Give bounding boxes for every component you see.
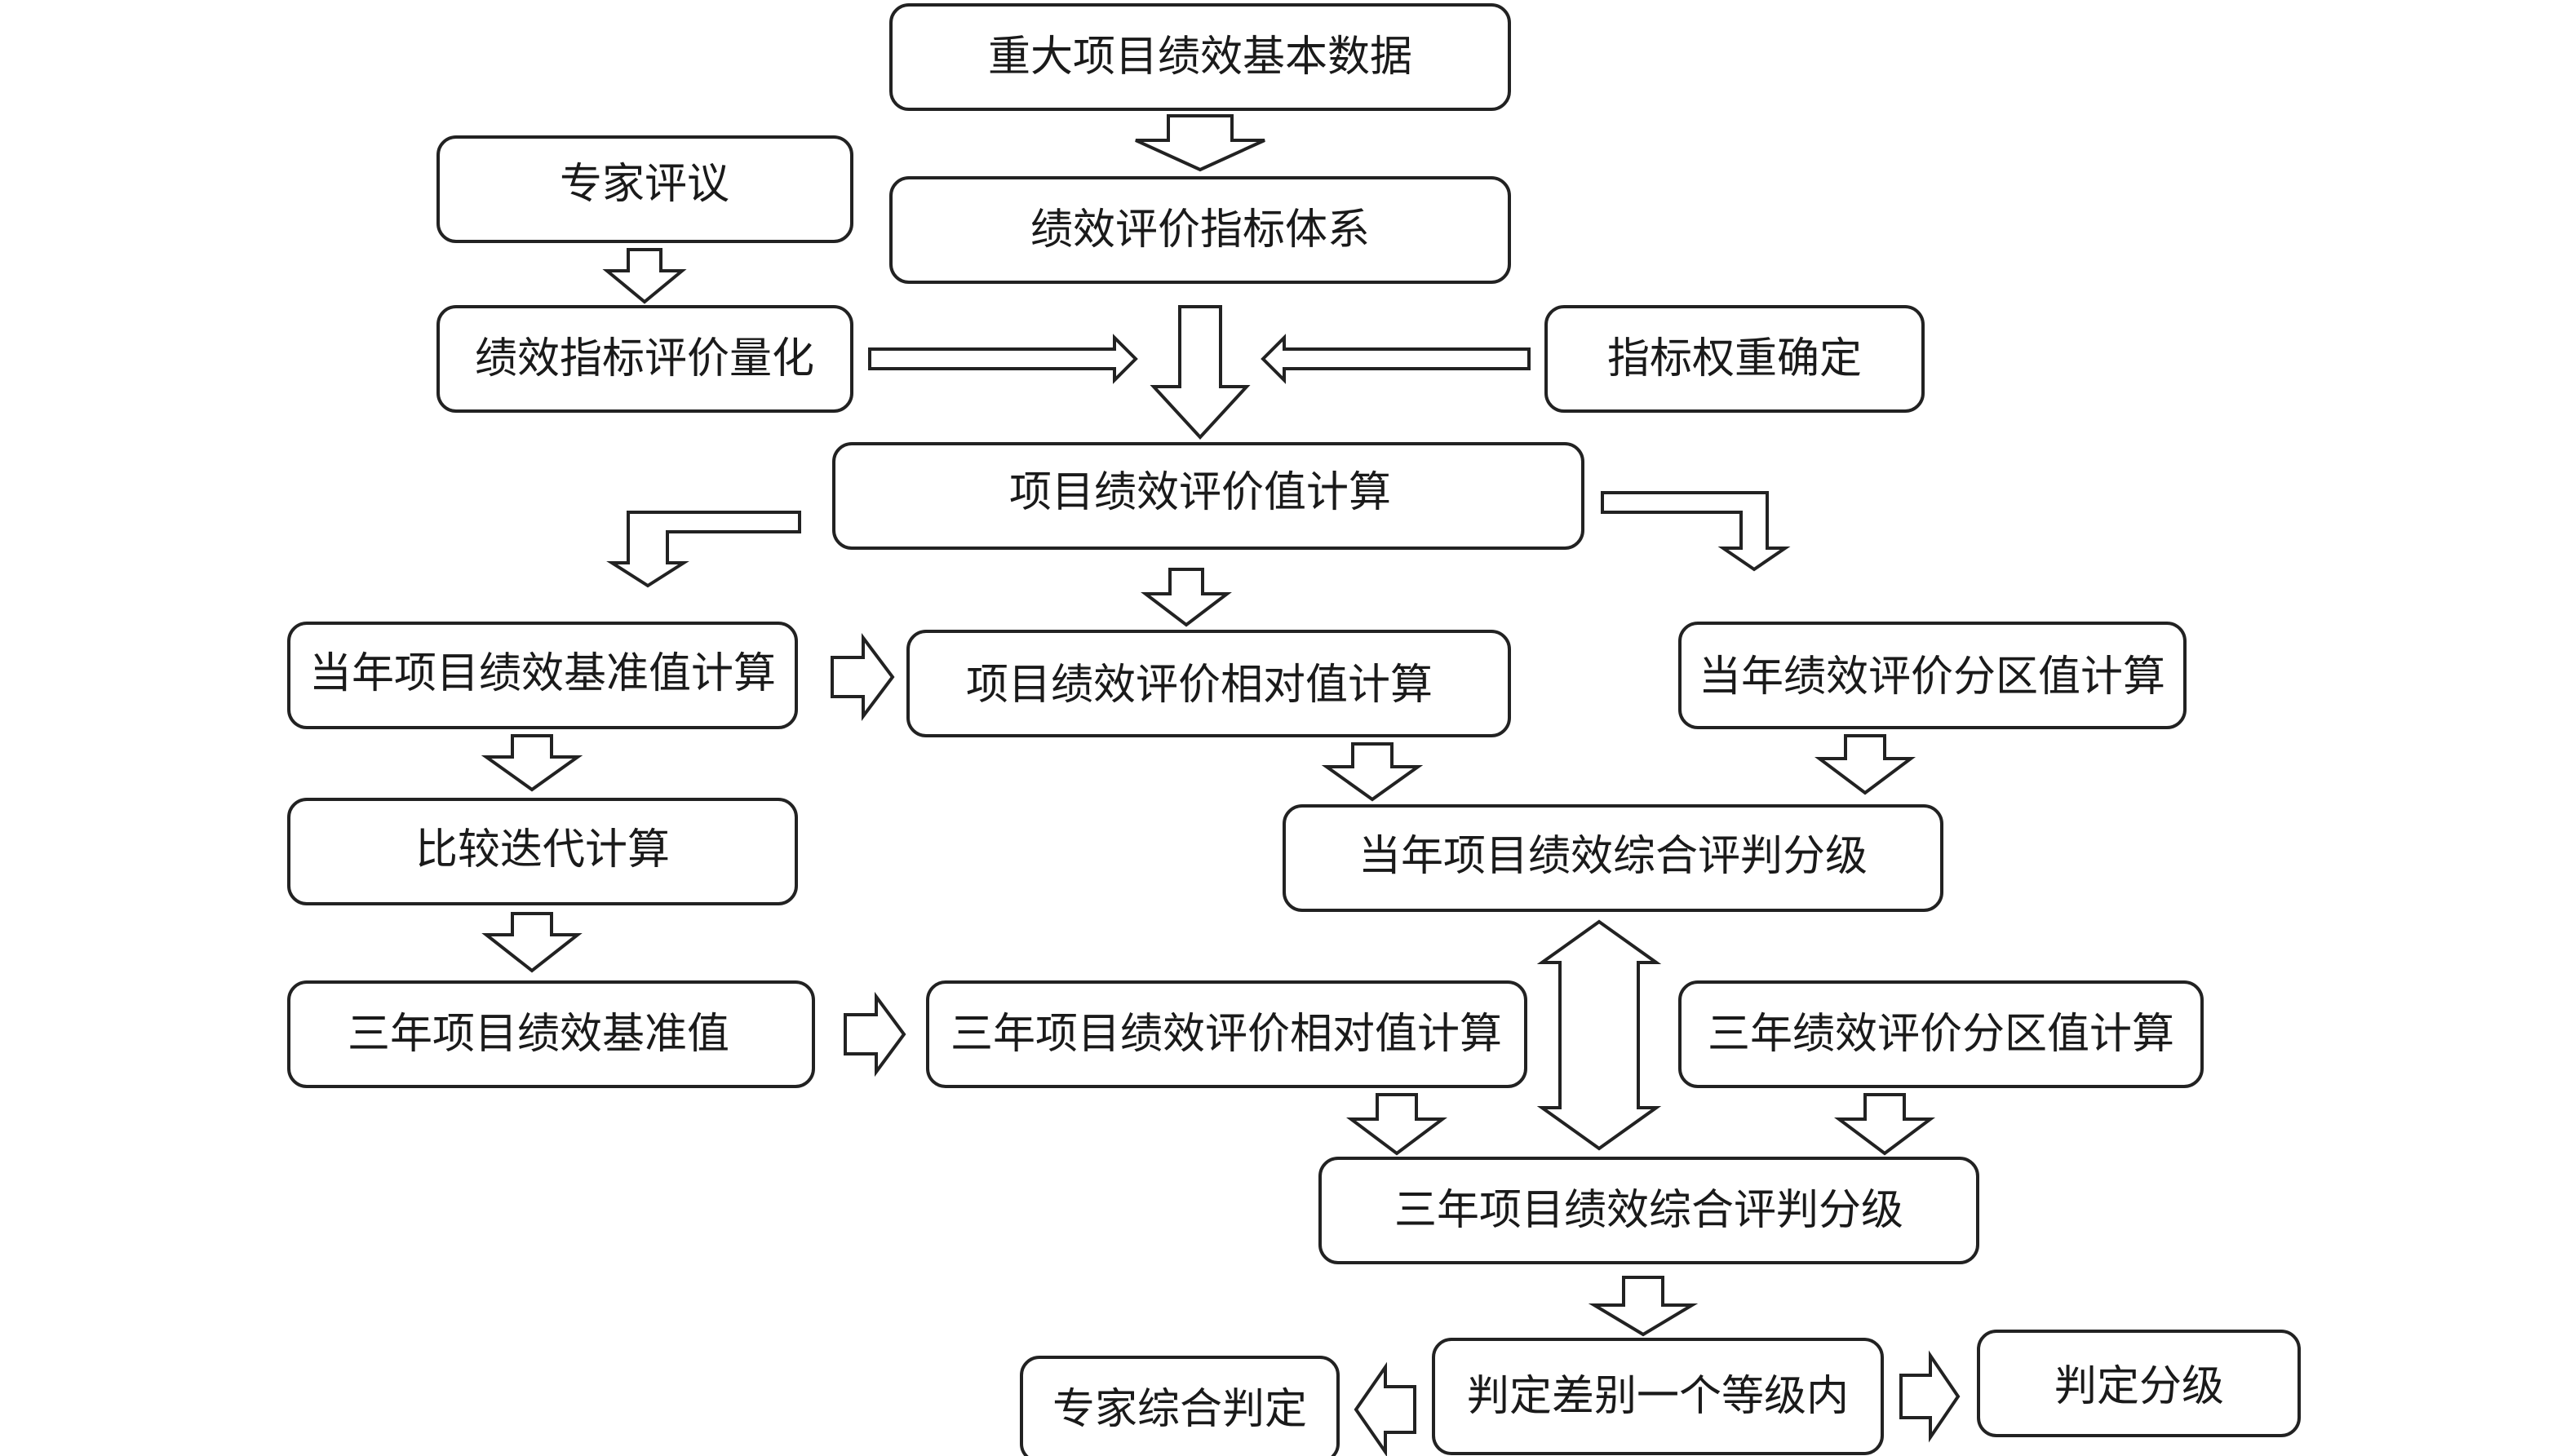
node-label: 项目绩效评价相对值计算 — [966, 661, 1433, 710]
node-year-baseline-calc: 当年项目绩效基准值计算 — [287, 622, 798, 729]
node-expert-judgement: 专家综合判定 — [1020, 1356, 1340, 1456]
right-arrow-icon — [868, 334, 1138, 384]
node-three-year-partition-calc: 三年绩效评价分区值计算 — [1678, 980, 2204, 1088]
down-arrow-icon — [1834, 1093, 1935, 1156]
node-final-grading: 判定分级 — [1977, 1330, 2301, 1437]
node-year-grading: 当年项目绩效综合评判分级 — [1283, 804, 1943, 912]
down-arrow-icon — [1150, 305, 1251, 440]
bent-down-arrow-icon — [606, 511, 801, 588]
node-compare-iterate: 比较迭代计算 — [287, 798, 798, 905]
node-label: 当年绩效评价分区值计算 — [1699, 653, 2165, 701]
down-arrow-icon — [481, 734, 583, 792]
node-index-quantify: 绩效指标评价量化 — [436, 305, 853, 413]
right-arrow-icon — [831, 633, 895, 721]
left-arrow-icon — [1261, 334, 1531, 384]
down-arrow-icon — [1346, 1093, 1447, 1156]
node-within-one-grade: 判定差别一个等级内 — [1432, 1338, 1884, 1455]
bent-down-arrow-icon — [1601, 491, 1791, 572]
node-label: 当年项目绩效基准值计算 — [309, 649, 776, 698]
right-arrow-icon — [844, 991, 906, 1078]
node-label: 重大项目绩效基本数据 — [988, 33, 1412, 82]
node-label: 判定差别一个等级内 — [1467, 1372, 1849, 1421]
node-label: 三年绩效评价分区值计算 — [1708, 1010, 2174, 1059]
left-arrow-icon — [1354, 1361, 1416, 1456]
node-index-system: 绩效评价指标体系 — [889, 176, 1511, 284]
node-label: 三年项目绩效评价相对值计算 — [950, 1010, 1502, 1059]
node-value-calc: 项目绩效评价值计算 — [832, 442, 1584, 550]
node-label: 三年项目绩效综合评判分级 — [1394, 1186, 1903, 1235]
down-arrow-icon — [1135, 114, 1265, 172]
down-arrow-icon — [1588, 1276, 1699, 1337]
down-arrow-icon — [602, 248, 687, 304]
node-relative-value-calc: 项目绩效评价相对值计算 — [906, 630, 1511, 737]
right-arrow-icon — [1899, 1350, 1961, 1443]
node-basic-data: 重大项目绩效基本数据 — [889, 3, 1511, 111]
node-weight-determine: 指标权重确定 — [1544, 305, 1925, 413]
down-arrow-icon — [1321, 742, 1424, 802]
double-arrow-icon — [1536, 919, 1662, 1151]
node-three-year-grading: 三年项目绩效综合评判分级 — [1318, 1157, 1979, 1264]
node-three-year-relative-calc: 三年项目绩效评价相对值计算 — [926, 980, 1527, 1088]
node-label: 当年项目绩效综合评判分级 — [1358, 832, 1868, 881]
node-label: 绩效指标评价量化 — [475, 334, 814, 383]
node-label: 判定分级 — [2054, 1362, 2224, 1411]
node-label: 绩效评价指标体系 — [1030, 206, 1370, 254]
node-year-partition-calc: 当年绩效评价分区值计算 — [1678, 622, 2187, 729]
down-arrow-icon — [481, 912, 583, 973]
node-three-year-baseline: 三年项目绩效基准值 — [287, 980, 815, 1088]
down-arrow-icon — [1141, 568, 1232, 627]
node-label: 三年项目绩效基准值 — [348, 1010, 729, 1059]
node-label: 项目绩效评价值计算 — [1009, 468, 1391, 517]
node-label: 比较迭代计算 — [415, 825, 670, 874]
node-expert-review: 专家评议 — [436, 135, 853, 243]
node-label: 专家评议 — [560, 160, 729, 209]
node-label: 指标权重确定 — [1607, 334, 1862, 383]
node-label: 专家综合判定 — [1052, 1385, 1307, 1434]
down-arrow-icon — [1815, 734, 1916, 795]
